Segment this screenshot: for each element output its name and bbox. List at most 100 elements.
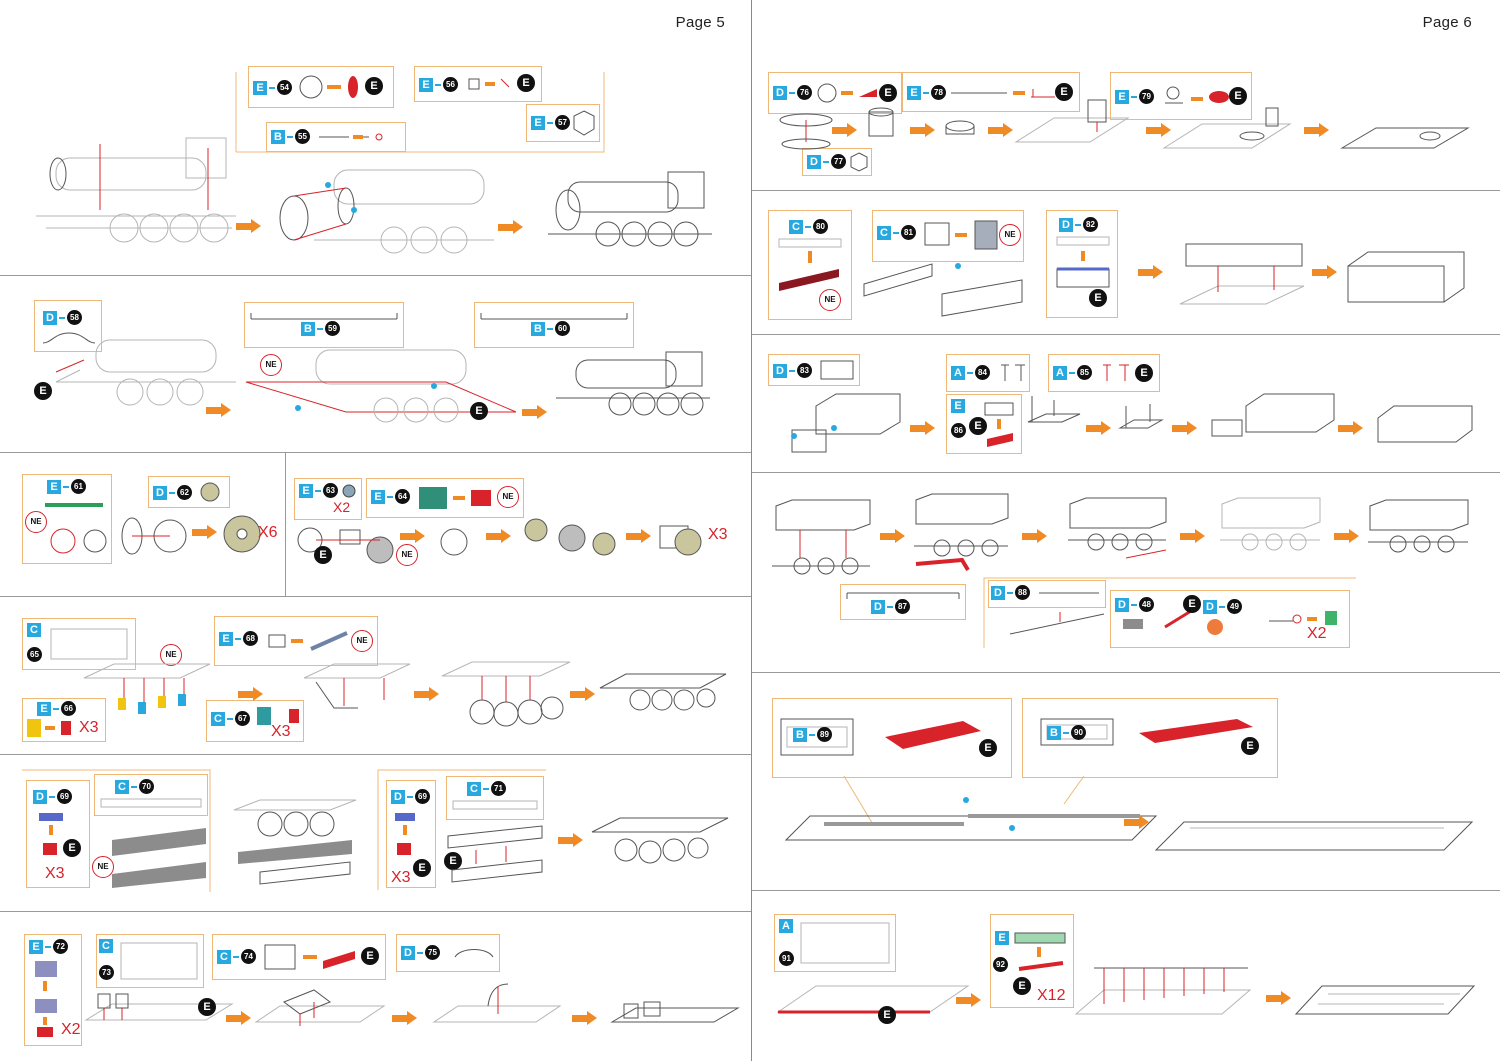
- step-number: 54: [277, 80, 292, 95]
- part-diagram: [299, 75, 358, 99]
- step-callout: C 71: [446, 776, 544, 820]
- step-badge: E 54: [253, 80, 292, 95]
- step-number: 57: [555, 115, 570, 130]
- bogie-drawing: [659, 525, 702, 556]
- frame-drawing: [254, 989, 386, 1026]
- sheet-letter: C: [467, 781, 481, 796]
- page-number: Page 5: [675, 14, 725, 31]
- tender-drawing: [1220, 497, 1321, 551]
- not-etched-marker: NE: [260, 354, 282, 376]
- part-diagram: [1103, 364, 1129, 381]
- sheet-letter: C: [789, 219, 803, 234]
- step-callout: E 68 NE: [214, 616, 378, 666]
- step-callout: E 56 E: [414, 66, 542, 102]
- sheet-letter: A: [779, 919, 793, 933]
- tender-drawing: [1347, 251, 1465, 303]
- step-badge: C: [99, 939, 113, 953]
- step-badge: E: [951, 399, 965, 413]
- step-callout: E 72 X2: [24, 934, 82, 1046]
- step-badge: 86: [951, 423, 966, 438]
- step-badge: D 82: [1059, 217, 1098, 232]
- part-diagram: [45, 503, 107, 554]
- part-diagram: [820, 360, 854, 380]
- part-diagram: [121, 517, 187, 555]
- step-number: 65: [27, 647, 42, 662]
- step-number: 68: [243, 631, 258, 646]
- sheet-letter: C: [217, 949, 231, 964]
- sheet-letter: E: [951, 399, 965, 413]
- not-etched-marker: NE: [396, 544, 418, 566]
- step-badge: A 84: [951, 365, 990, 380]
- step-number: 75: [425, 945, 440, 960]
- step-callout: A 91: [774, 914, 896, 972]
- step-callout: C 70: [94, 774, 208, 816]
- section-divider: [752, 672, 1500, 673]
- sheet-e-marker: E: [1013, 977, 1031, 995]
- part-diagram: [468, 78, 510, 90]
- step-callout: B 89 E: [772, 698, 1012, 778]
- step-callout: D 77: [802, 148, 872, 176]
- callout-bracket: [235, 72, 605, 153]
- step-callout: C 73: [96, 934, 204, 988]
- tender-drawing: [772, 499, 871, 575]
- section-divider: [752, 472, 1500, 473]
- step-badge: E 64: [371, 489, 410, 504]
- sheet-e-marker: E: [1135, 364, 1153, 382]
- step-callout: D 75: [396, 934, 500, 972]
- page-spine: [751, 0, 752, 1061]
- step-number: 91: [779, 951, 794, 966]
- step-number: 89: [817, 727, 832, 742]
- step-callout: C 67 X3: [206, 700, 304, 742]
- frame-drawing: [441, 661, 571, 727]
- step-number: 78: [931, 85, 946, 100]
- sheet-letter: B: [1047, 725, 1061, 740]
- step-badge: C 80: [789, 219, 828, 234]
- sheet-e-marker: E: [314, 546, 332, 564]
- step-number: 49: [1227, 599, 1242, 614]
- step-callout: C 65: [22, 618, 136, 670]
- part-diagram: [846, 592, 960, 599]
- step-callout: D 48 E D 49 X2: [1110, 590, 1350, 648]
- step-badge: E 57: [531, 115, 570, 130]
- step-number: 70: [139, 779, 154, 794]
- step-number: 84: [975, 365, 990, 380]
- track-drawing: [1294, 985, 1476, 1015]
- part-diagram: [779, 113, 833, 150]
- section-divider: [752, 890, 1500, 891]
- step-badge: A 85: [1053, 365, 1092, 380]
- sheet-letter: D: [33, 789, 47, 804]
- not-etched-marker: NE: [25, 511, 47, 533]
- sheet-letter: C: [115, 779, 129, 794]
- locomotive-drawing: [36, 137, 236, 243]
- part-diagram: [419, 487, 491, 509]
- sheet-letter: D: [773, 363, 787, 378]
- step-callout: C 74 E: [212, 934, 386, 980]
- step-badge: E 79: [1115, 89, 1154, 104]
- locomotive-drawing: [279, 169, 494, 254]
- step-callout: E 79 E: [1110, 72, 1252, 120]
- step-callout: E 54 E: [248, 66, 394, 108]
- step-callout: B 59: [244, 302, 404, 348]
- section-divider: [0, 275, 751, 276]
- step-callout: D 87: [840, 584, 966, 620]
- part-diagram: [35, 961, 57, 1037]
- step-badge: D 58: [43, 310, 82, 325]
- tender-drawing: [1377, 405, 1473, 443]
- part-diagram: [1139, 719, 1253, 743]
- step-badge: B 90: [1047, 725, 1086, 740]
- part-diagram: [42, 332, 96, 344]
- step-badge: D 62: [153, 485, 192, 500]
- sheet-letter: E: [253, 80, 267, 95]
- part-diagram: [480, 313, 628, 320]
- tender-drawing: [1368, 499, 1469, 553]
- step-badge: D 69: [391, 789, 430, 804]
- callout-bracket: [22, 769, 211, 892]
- part-diagram: [27, 719, 71, 737]
- sheet-e-marker: E: [444, 852, 462, 870]
- bogie-drawing: [524, 518, 616, 556]
- step-badge: D 76: [773, 85, 812, 100]
- step-number: 59: [325, 321, 340, 336]
- part-diagram: [573, 110, 595, 136]
- step-number: 56: [443, 77, 458, 92]
- tender-drawing: [1340, 127, 1470, 149]
